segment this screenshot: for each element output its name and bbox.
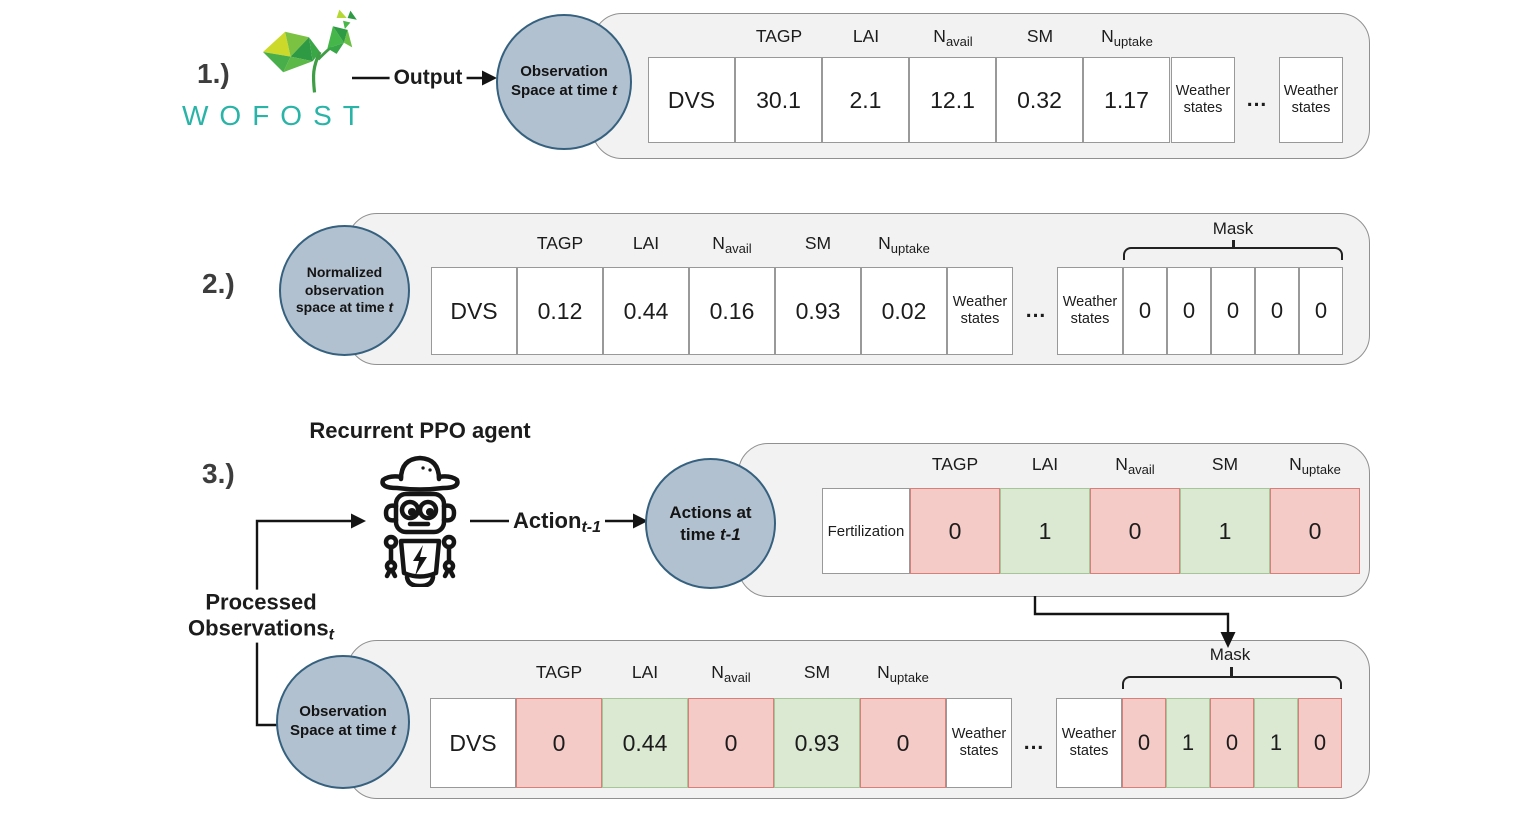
ellipsis: ...	[1246, 88, 1268, 111]
ellipsis: ...	[1023, 731, 1045, 754]
col-header-lai: LAI	[632, 233, 660, 253]
table-cell-navail: 0.16	[689, 267, 775, 355]
action-mask-cell-sm: 1	[1180, 488, 1270, 574]
masked-cell-lai: 0.44	[602, 698, 688, 788]
col-header-nuptake: Nuptake	[877, 662, 929, 685]
mask-cell: 0	[1167, 267, 1211, 355]
table-cell-tagp: 0.12	[517, 267, 603, 355]
mask-label: Mask	[1212, 219, 1254, 238]
table-cell-nuptake: 0.02	[861, 267, 947, 355]
action-arrow-label: Actiont-1	[508, 508, 606, 536]
step-2-label: 2.)	[202, 268, 235, 299]
table-cell-dvs: DVS	[430, 698, 516, 788]
action-mask-cell-navail: 0	[1090, 488, 1180, 574]
mask-cell: 0	[1299, 267, 1343, 355]
masked-cell-tagp: 0	[516, 698, 602, 788]
table-cell-sm: 0.32	[996, 57, 1083, 143]
col-header-navail: Navail	[1115, 454, 1155, 477]
wofost-plant-icon	[263, 9, 357, 93]
table-cell-fertilization: Fertilization	[822, 488, 910, 574]
observation-space-circle-3: Observation Space at time t	[276, 655, 410, 789]
mask-brace-tick	[1230, 667, 1233, 676]
table-cell-tagp: 30.1	[735, 57, 822, 143]
arrowhead-icon	[482, 70, 497, 86]
col-header-lai: LAI	[631, 662, 659, 682]
recurrent-ppo-agent-title: Recurrent PPO agent	[309, 418, 531, 443]
col-header-tagp: TAGP	[931, 454, 979, 474]
mask-brace	[1123, 247, 1343, 260]
ellipsis: ...	[1025, 299, 1047, 322]
mask-cell: 1	[1166, 698, 1210, 788]
action-mask-cell-tagp: 0	[910, 488, 1000, 574]
mask-cell: 0	[1255, 267, 1299, 355]
col-header-navail: Navail	[711, 662, 751, 685]
mask-brace	[1122, 676, 1342, 689]
col-header-sm: SM	[1026, 26, 1054, 46]
col-header-tagp: TAGP	[755, 26, 803, 46]
step-3-label: 3.)	[202, 458, 235, 489]
output-arrow-label: Output	[389, 66, 467, 90]
action-mask-cell-lai: 1	[1000, 488, 1090, 574]
table-cell-navail: 12.1	[909, 57, 996, 143]
table-cell-lai: 2.1	[822, 57, 909, 143]
actions-at-time-circle: Actions at time t-1	[645, 458, 776, 589]
table-cell-nuptake: 1.17	[1083, 57, 1170, 143]
col-header-tagp: TAGP	[535, 662, 583, 682]
mask-cell: 1	[1254, 698, 1298, 788]
normalized-observation-circle: Normalized observation space at time t	[279, 225, 410, 356]
col-header-navail: Navail	[712, 233, 752, 256]
masked-cell-nuptake: 0	[860, 698, 946, 788]
col-header-navail: Navail	[933, 26, 973, 49]
observation-space-circle-1: Observation Space at time t	[496, 14, 632, 150]
arrowhead-icon	[351, 513, 366, 529]
mask-cell: 0	[1123, 267, 1167, 355]
col-header-nuptake: Nuptake	[1289, 454, 1341, 477]
col-header-nuptake: Nuptake	[878, 233, 930, 256]
col-header-lai: LAI	[1031, 454, 1059, 474]
table-cell-dvs: DVS	[648, 57, 735, 143]
mask-cell: 0	[1210, 698, 1254, 788]
farmer-robot-icon	[380, 455, 460, 587]
col-header-sm: SM	[804, 233, 832, 253]
action-mask-cell-nuptake: 0	[1270, 488, 1360, 574]
actions-to-mask-elbow	[1033, 596, 1230, 632]
col-header-lai: LAI	[852, 26, 880, 46]
col-header-sm: SM	[1211, 454, 1239, 474]
mask-cell: 0	[1122, 698, 1166, 788]
col-header-sm: SM	[803, 662, 831, 682]
mask-brace-tick	[1232, 240, 1235, 248]
mask-cell: 0	[1298, 698, 1342, 788]
wofost-wordmark: WOFOST	[182, 100, 371, 131]
processed-observations-label: Processed Observationst	[184, 589, 338, 644]
step-1-label: 1.)	[197, 58, 230, 89]
masked-cell-sm: 0.93	[774, 698, 860, 788]
col-header-tagp: TAGP	[536, 233, 584, 253]
table-cell-lai: 0.44	[603, 267, 689, 355]
mask-cell: 0	[1211, 267, 1255, 355]
col-header-nuptake: Nuptake	[1101, 26, 1153, 49]
mask-label: Mask	[1209, 645, 1251, 664]
table-cell-dvs: DVS	[431, 267, 517, 355]
masked-cell-navail: 0	[688, 698, 774, 788]
table-cell-sm: 0.93	[775, 267, 861, 355]
